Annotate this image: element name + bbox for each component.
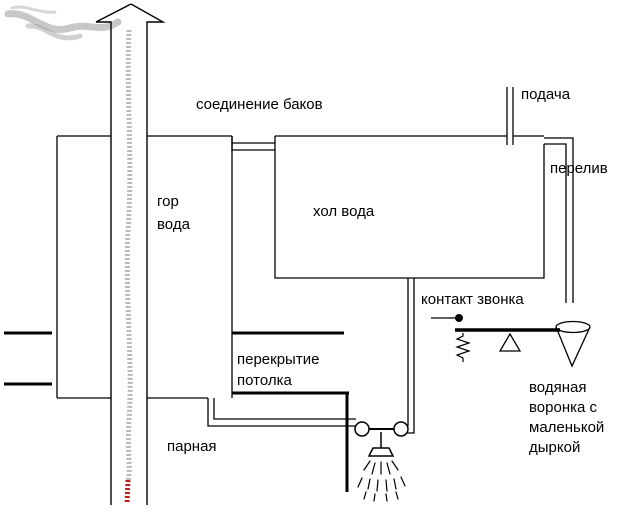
cold-pipe-to-shower: [406, 278, 415, 434]
spring-icon: [455, 333, 471, 362]
fire-icon: [124, 479, 131, 504]
overflow-pipe: [544, 137, 574, 303]
shower-head-icon: [367, 447, 395, 457]
label-ceiling-line1: перекрытие: [237, 351, 319, 368]
label-tank-connection: соединение баков: [196, 96, 323, 113]
label-hot-water-line2: вода: [157, 216, 191, 233]
chimney-wall-left: [95, 3, 132, 505]
label-funnel-line4: дыркой: [529, 439, 580, 456]
label-funnel-line3: маленькой: [529, 419, 604, 436]
cold-water-tank: [274, 135, 545, 279]
chimney: [95, 3, 166, 505]
hot-valve-icon: [354, 421, 370, 437]
hot-pipe-to-shower: [207, 398, 356, 427]
shower-spray-icon: [357, 460, 406, 502]
label-ceiling-line2: потолка: [237, 372, 292, 389]
label-bell-contact: контакт звонка: [421, 291, 524, 308]
labels: соединение баков подача перелив гор вода…: [157, 86, 608, 456]
shower-mixer: [354, 421, 409, 457]
label-supply: подача: [521, 86, 571, 103]
smoke-plume: [4, 5, 122, 41]
label-cold-water: хол вода: [313, 203, 375, 220]
tank-connection-pipe: [231, 136, 276, 151]
label-hot-water-line1: гор: [157, 193, 179, 210]
chimney-heat-texture: [124, 29, 133, 483]
pivot-icon: [498, 332, 522, 352]
supply-pipe: [506, 87, 514, 145]
ceiling-slab: [232, 331, 349, 492]
wall-lines: [4, 331, 52, 386]
water-funnel-icon: [555, 320, 591, 368]
hot-water-tank: [56, 135, 233, 399]
chimney-wall-right: [130, 3, 166, 505]
bell-contact-mechanism: [431, 314, 560, 362]
label-funnel-line1: водяная: [529, 379, 586, 396]
cold-valve-icon: [393, 421, 409, 437]
contact-point-icon: [455, 314, 463, 322]
label-overflow: перелив: [550, 160, 608, 177]
label-steam-room: парная: [167, 438, 217, 455]
label-funnel-line2: воронка с: [529, 399, 598, 416]
